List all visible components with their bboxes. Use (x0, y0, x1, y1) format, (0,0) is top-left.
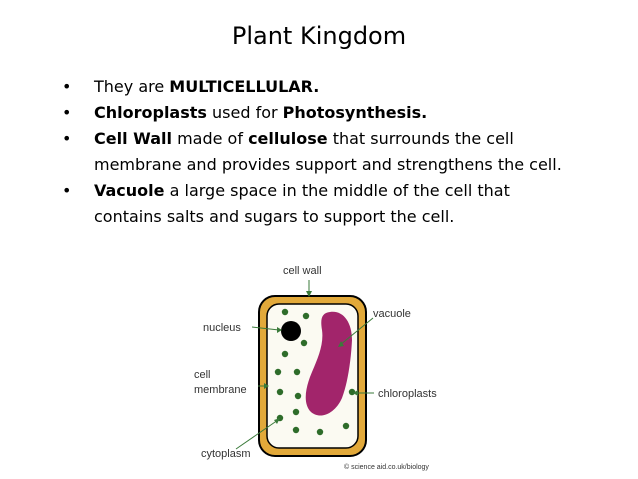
bullet-plain-text: made of (171, 129, 249, 148)
bullet-plain-text: that surrounds the cell membrane and pro… (94, 129, 562, 174)
label-cytoplasm: cytoplasm (201, 448, 251, 460)
chloroplast (281, 350, 289, 358)
bullet-plain-text: They are (94, 77, 170, 96)
pointer-cytoplasm (235, 419, 279, 450)
chloroplast (294, 392, 302, 400)
arrowhead (338, 341, 344, 347)
chloroplast (274, 368, 282, 376)
chloroplast (342, 422, 350, 430)
label-vacuole: vacuole (373, 308, 411, 320)
bullet-item: • Vacuole a large space in the middle of … (58, 178, 578, 230)
chloroplast (281, 308, 289, 316)
pointer-lines (235, 280, 374, 450)
bullet-dot: • (62, 77, 72, 96)
bullet-bold-text: Chloroplasts (94, 103, 207, 122)
bullet-text: Vacuole a large space in the middle of t… (94, 181, 510, 226)
bullet-dot: • (62, 181, 72, 200)
arrowhead (274, 418, 280, 424)
slide-title: Plant Kingdom (231, 22, 407, 50)
bullet-item: • Cell Wall made of cellulose that surrou… (58, 126, 578, 178)
bullet-bold-text: Photosynthesis. (282, 103, 428, 122)
bullet-bold-text: Cell Wall (94, 129, 172, 148)
label-cell-wall: cell wall (283, 265, 322, 277)
bullet-dot: • (62, 129, 72, 148)
pointer-nucleus (251, 326, 280, 331)
vacuole (305, 311, 352, 416)
arrowhead (264, 383, 269, 389)
chloroplast (292, 408, 300, 416)
bullet-plain-text: a large space in the middle of the cell … (94, 181, 510, 226)
bullet-item: • They are MULTICELLULAR. (58, 74, 578, 100)
bullet-bold-text: Vacuole (94, 181, 165, 200)
arrowhead (277, 327, 282, 333)
chloroplast (300, 339, 308, 347)
chloroplast (302, 312, 310, 320)
chloroplast (293, 368, 301, 376)
bullet-text: They are MULTICELLULAR. (94, 77, 319, 96)
label-cell: cell (194, 369, 211, 381)
bullet-bold-text: MULTICELLULAR. (169, 77, 320, 96)
label-nucleus: nucleus (203, 322, 241, 334)
label-chloroplasts: chloroplasts (378, 388, 437, 400)
chloroplast (276, 388, 284, 396)
chloroplast (292, 426, 300, 434)
arrowhead (353, 390, 358, 396)
label-membrane: membrane (194, 384, 247, 396)
bullet-list: • They are MULTICELLULAR. • Chloroplasts u… (58, 74, 578, 230)
bullet-text: Chloroplasts used for Photosynthesis. (94, 103, 427, 122)
arrowhead (306, 291, 312, 297)
chloroplast (316, 428, 324, 436)
image-credit: © science aid.co.uk/biology (344, 463, 429, 471)
bullet-plain-text: used for (206, 103, 283, 122)
bullet-item: • Chloroplasts used for Photosynthesis. (58, 100, 578, 126)
chloroplast (348, 388, 356, 396)
pointer-vacuole (339, 317, 374, 346)
nucleus (281, 321, 301, 341)
bullet-bold-text: cellulose (248, 129, 328, 148)
bullet-text: Cell Wall made of cellulose that surroun… (94, 129, 562, 174)
bullet-dot: • (62, 103, 72, 122)
